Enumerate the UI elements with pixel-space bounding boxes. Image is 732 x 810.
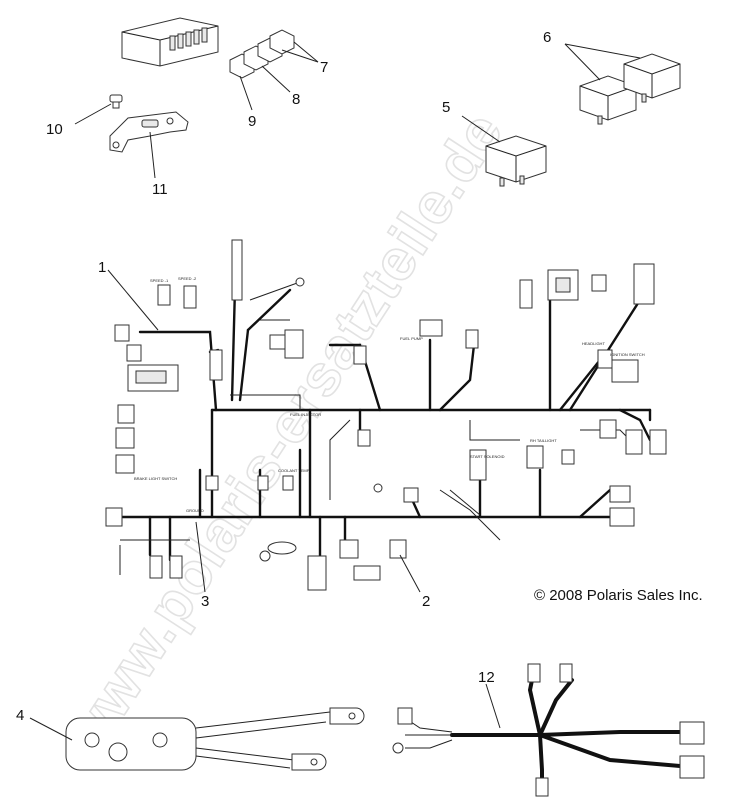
callout-9: 9 [248, 113, 256, 130]
label-brake-switch: BRAKE LIGHT SWITCH [134, 476, 177, 481]
copyright: © 2008 Polaris Sales Inc. [534, 587, 703, 604]
part-5-relay [461, 115, 547, 187]
main-harness: FUEL INJECTOR START SOLENOID COOLANT TEM… [105, 239, 667, 591]
callout-3: 3 [201, 593, 209, 610]
callout-5: 5 [442, 99, 450, 116]
part-6-relays [564, 43, 681, 125]
callout-11: 11 [152, 181, 168, 198]
label-headlight: HEADLIGHT [582, 341, 605, 346]
fuse-box [121, 17, 219, 67]
callout-6: 6 [543, 29, 551, 46]
part-12-harness [392, 663, 705, 797]
label-fuel-pump: FUEL PUMP [400, 336, 423, 341]
label-fuel-injector: FUEL INJECTOR [290, 412, 321, 417]
label-ignition-switch: IGNITION SWITCH [610, 352, 645, 357]
callout-10: 10 [46, 121, 63, 138]
label-taillight: RH TAILLIGHT [530, 438, 557, 443]
callout-4: 4 [16, 707, 24, 724]
callout-2: 2 [422, 593, 430, 610]
part-4-battery-cable [29, 707, 365, 771]
label-speed-1: SPEED -1 [150, 278, 169, 283]
callout-12: 12 [478, 669, 495, 686]
part-11-bracket [109, 111, 189, 179]
label-ground: GROUND [186, 508, 204, 513]
callout-7: 7 [320, 59, 328, 76]
callout-1: 1 [98, 259, 106, 276]
part-10-screw [74, 94, 123, 125]
label-speed-2: SPEED -2 [178, 276, 197, 281]
callout-8: 8 [292, 91, 300, 108]
label-start-solenoid: START SOLENOID [470, 454, 505, 459]
label-coolant-temp: COOLANT TEMP [278, 468, 310, 473]
parts-7-8-9-fuses [229, 29, 319, 111]
